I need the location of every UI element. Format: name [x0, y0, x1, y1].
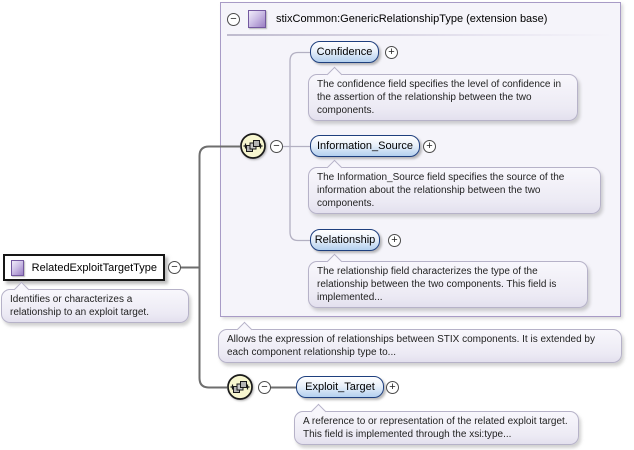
collapse-toggle-sequence[interactable]: −	[270, 140, 283, 153]
expand-toggle-information-source[interactable]: +	[423, 140, 436, 153]
sequence-icon[interactable]	[239, 132, 267, 160]
complex-type-icon	[11, 259, 24, 276]
annotation-relationship: The relationship field characterizes the…	[308, 261, 588, 308]
root-element-label: RelatedExploitTargetType	[31, 261, 157, 274]
expand-toggle-confidence[interactable]: +	[385, 46, 398, 59]
expand-toggle-relationship[interactable]: +	[388, 234, 401, 247]
annotation-root: Identifies or characterizes a relationsh…	[1, 289, 189, 323]
annotation-exploit-target: A reference to or representation of the …	[294, 411, 579, 445]
collapse-toggle-root[interactable]: −	[168, 261, 181, 274]
root-element-relatedexploittargettype[interactable]: RelatedExploitTargetType	[3, 254, 165, 281]
sequence-icon[interactable]	[226, 373, 254, 401]
annotation-extension: Allows the expression of relationships b…	[218, 329, 622, 363]
extension-header: − stixCommon:GenericRelationshipType (ex…	[221, 3, 620, 32]
extension-base-title: stixCommon:GenericRelationshipType (exte…	[276, 13, 548, 25]
collapse-toggle-sequence-local[interactable]: −	[258, 381, 271, 394]
element-confidence[interactable]: Confidence	[310, 41, 379, 63]
element-exploit-target[interactable]: Exploit_Target	[296, 376, 384, 398]
element-relationship[interactable]: Relationship	[310, 229, 380, 251]
annotation-confidence: The confidence field specifies the level…	[308, 74, 578, 121]
expand-toggle-exploit-target[interactable]: +	[386, 381, 399, 394]
annotation-information-source: The Information_Source field specifies t…	[308, 167, 601, 214]
complex-type-icon	[248, 10, 266, 28]
header-separator	[227, 34, 614, 36]
collapse-toggle-extension[interactable]: −	[227, 12, 240, 26]
element-information-source[interactable]: Information_Source	[310, 135, 420, 157]
